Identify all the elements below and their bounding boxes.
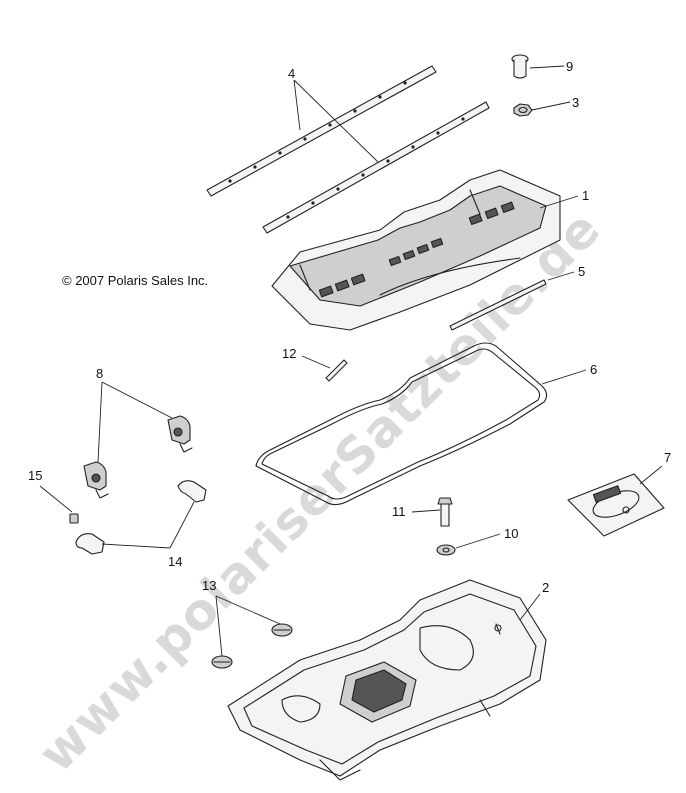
latch-8-lower xyxy=(83,461,109,499)
seal-strips xyxy=(206,65,490,234)
screw-11 xyxy=(437,497,453,527)
latch-8-upper xyxy=(167,415,193,453)
washer-10 xyxy=(436,544,456,556)
callout-5: 5 xyxy=(578,264,585,279)
callout-14: 14 xyxy=(168,554,182,569)
nut-3 xyxy=(513,103,533,117)
clip-14-right xyxy=(177,480,207,503)
callout-4: 4 xyxy=(288,66,295,81)
storage-lid-1 xyxy=(271,169,561,331)
callout-13: 13 xyxy=(202,578,216,593)
pin-12 xyxy=(325,359,348,382)
callout-6: 6 xyxy=(590,362,597,377)
callout-10: 10 xyxy=(504,526,518,541)
plug-13-b xyxy=(211,655,233,669)
plug-13-a xyxy=(271,623,293,637)
callout-11: 11 xyxy=(392,504,406,519)
bolt-9 xyxy=(511,54,529,79)
callout-3: 3 xyxy=(572,95,579,110)
callout-15: 15 xyxy=(28,468,42,483)
copyright-text: © 2007 Polaris Sales Inc. xyxy=(62,273,208,288)
gasket-6 xyxy=(255,342,548,506)
callout-9: 9 xyxy=(566,59,573,74)
callout-8: 8 xyxy=(96,366,103,381)
callout-2: 2 xyxy=(542,580,549,595)
callout-1: 1 xyxy=(582,188,589,203)
cover-plate-7 xyxy=(567,473,665,537)
storage-tub-2 xyxy=(227,579,547,781)
callout-12: 12 xyxy=(282,346,296,361)
callout-7: 7 xyxy=(664,450,671,465)
fastener-15 xyxy=(69,513,79,524)
clip-14-left xyxy=(75,533,105,555)
rod-5 xyxy=(449,279,547,331)
